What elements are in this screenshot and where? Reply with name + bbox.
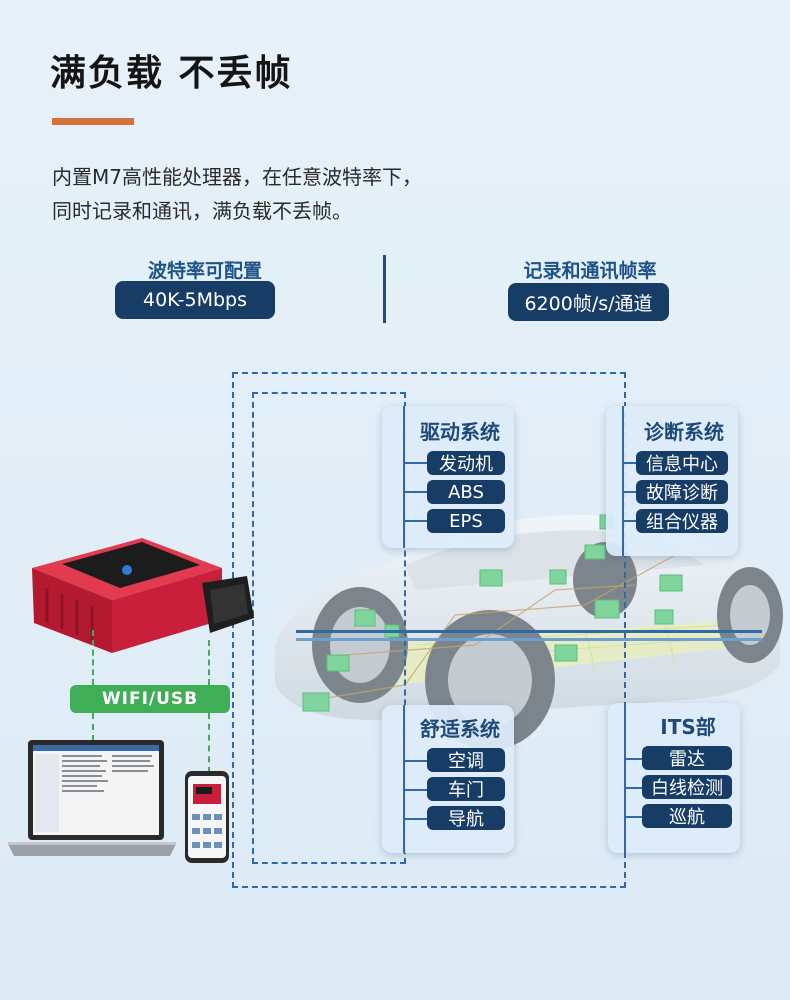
- panel-comfort-system: 舒适系统 空调 车门 导航: [382, 705, 514, 853]
- branch-tick: [622, 462, 636, 464]
- chip-engine: 发动机: [427, 451, 505, 475]
- branch-line: [403, 406, 405, 548]
- branch-tick: [403, 789, 427, 791]
- stat-label-baud: 波特率可配置: [147, 260, 262, 282]
- panel-diagnosis-system: 诊断系统 信息中心 故障诊断 组合仪器: [606, 406, 738, 556]
- chip-cruise: 巡航: [642, 804, 732, 828]
- chip-radar: 雷达: [642, 746, 732, 770]
- page-title: 满负载 不丢帧: [50, 53, 293, 94]
- branch-line: [403, 705, 405, 853]
- panel-title: 舒适系统: [420, 717, 500, 741]
- stat-label-framerate: 记录和通讯帧率: [523, 260, 657, 282]
- branch-tick: [624, 816, 642, 818]
- chip-navigation: 导航: [427, 806, 505, 830]
- branch-tick: [403, 462, 427, 464]
- chip-instrument-cluster: 组合仪器: [636, 509, 728, 533]
- branch-line: [624, 703, 626, 853]
- laptop-icon: [8, 740, 176, 856]
- description: 内置M7高性能处理器，在任意波特率下， 同时记录和通讯，满负载不丢帧。: [52, 165, 422, 223]
- panel-title: 驱动系统: [420, 420, 500, 444]
- stat-value-framerate: 6200帧/s/通道: [508, 283, 669, 321]
- chip-lane-detection: 白线检测: [642, 775, 732, 799]
- stat-value-baud: 40K-5Mbps: [115, 281, 275, 319]
- panel-title: ITS部: [660, 715, 716, 739]
- stats-divider: [383, 255, 386, 323]
- chip-abs: ABS: [427, 480, 505, 504]
- branch-tick: [403, 520, 427, 522]
- title-underline: [52, 118, 134, 125]
- branch-tick: [624, 787, 642, 789]
- branch-tick: [622, 520, 636, 522]
- panel-title: 诊断系统: [644, 420, 724, 444]
- branch-tick: [403, 760, 427, 762]
- branch-tick: [403, 491, 427, 493]
- obd-device-icon: [32, 538, 254, 653]
- panel-its: ITS部 雷达 白线检测 巡航: [608, 703, 740, 853]
- chip-car-door: 车门: [427, 777, 505, 801]
- chip-air-conditioner: 空调: [427, 748, 505, 772]
- branch-tick: [403, 818, 427, 820]
- branch-tick: [624, 758, 642, 760]
- chip-fault-diagnosis: 故障诊断: [636, 480, 728, 504]
- connector-device-left: [92, 630, 94, 685]
- connector-laptop: [92, 713, 94, 741]
- chip-info-center: 信息中心: [636, 451, 728, 475]
- can-bus-line-1: [296, 630, 762, 633]
- connection-badge: WIFI/USB: [70, 685, 230, 713]
- panel-drive-system: 驱动系统 发动机 ABS EPS: [382, 406, 514, 548]
- can-bus-line-2: [296, 638, 762, 641]
- connector-phone: [208, 713, 210, 773]
- branch-line: [622, 406, 624, 556]
- connector-device-right: [208, 640, 210, 685]
- chip-eps: EPS: [427, 509, 505, 533]
- branch-tick: [622, 491, 636, 493]
- can-bus-frame-inner: [252, 392, 406, 864]
- phone-icon: [185, 771, 229, 863]
